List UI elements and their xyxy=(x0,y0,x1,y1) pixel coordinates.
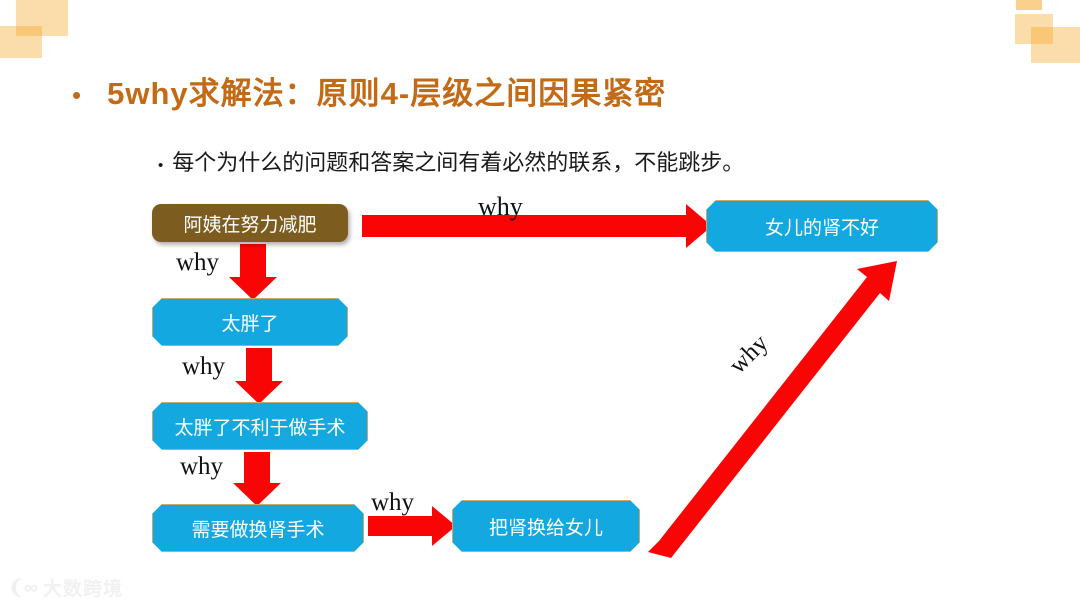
arrow-label-why-top: why xyxy=(478,192,523,221)
decoration-square-top-right-a xyxy=(1016,0,1042,10)
subtitle-bullet-icon: • xyxy=(158,157,164,174)
node-aunt-label: 阿姨在努力减肥 xyxy=(183,214,317,236)
node-fat-label: 太胖了 xyxy=(221,313,279,335)
node-aunt[interactable]: 阿姨在努力减肥 xyxy=(152,204,348,242)
arrow-fat-to-surgery xyxy=(235,348,283,404)
decoration-square-top-left-a xyxy=(16,0,68,36)
arrow-aunt-to-kidney xyxy=(362,204,712,248)
subtitle-text: 每个为什么的问题和答案之间有着必然的联系，不能跳步。 xyxy=(172,150,745,175)
node-fat[interactable]: 太胖了 xyxy=(152,298,348,346)
decoration-square-top-right-c xyxy=(1031,27,1080,63)
watermark: ❨∞ 大数跨境 xyxy=(8,574,123,601)
decoration-square-top-right-b xyxy=(1015,14,1053,44)
node-kidney-label: 女儿的肾不好 xyxy=(764,217,879,239)
node-surgery-label: 太胖了不利于做手术 xyxy=(174,417,346,439)
title-bullet-icon: • xyxy=(72,80,82,110)
decoration-square-top-left-b xyxy=(0,26,42,58)
arrow-surgery-to-need xyxy=(233,452,281,506)
arrow-label-why-v2: why xyxy=(182,353,226,380)
node-give-label: 把肾换给女儿 xyxy=(488,517,603,539)
arrow-label-why-diagonal: why xyxy=(724,329,774,380)
arrow-give-to-kidney xyxy=(648,261,897,558)
node-kidney[interactable]: 女儿的肾不好 xyxy=(706,200,938,252)
arrow-label-why-v1: why xyxy=(176,249,220,276)
arrow-label-why-v3: why xyxy=(180,453,224,480)
subtitle: • 每个为什么的问题和答案之间有着必然的联系，不能跳步。 xyxy=(158,145,744,177)
arrow-label-why-h2: why xyxy=(371,489,415,516)
watermark-logo-icon: ❨∞ xyxy=(8,577,38,599)
node-need-label: 需要做换肾手术 xyxy=(191,519,325,541)
page-title: • 5why求解法：原则4-层级之间因果紧密 xyxy=(72,68,666,113)
node-give[interactable]: 把肾换给女儿 xyxy=(452,500,640,552)
node-surgery[interactable]: 太胖了不利于做手术 xyxy=(152,402,368,450)
node-need[interactable]: 需要做换肾手术 xyxy=(152,504,364,552)
arrow-aunt-to-fat xyxy=(229,244,277,300)
watermark-text: 大数跨境 xyxy=(43,579,124,600)
title-text: 5why求解法：原则4-层级之间因果紧密 xyxy=(107,76,667,111)
